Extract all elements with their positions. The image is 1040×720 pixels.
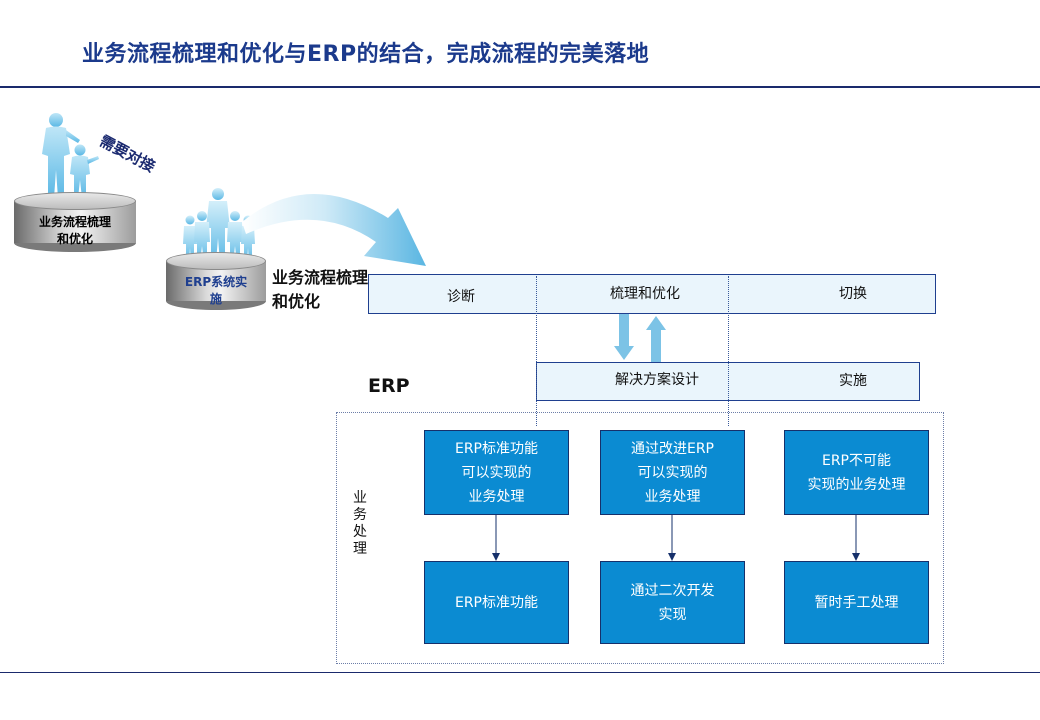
cylinder-erp-implementation: ERP系统实 施 (166, 252, 266, 310)
erp-label: ERP (368, 375, 410, 397)
phase-switchover: 切换 (839, 286, 867, 302)
box-erp-standard-capable: ERP标准功能 可以实现的 业务处理 (424, 430, 569, 515)
people-silhouette-icon (42, 113, 99, 198)
arrowhead-col2 (668, 553, 676, 561)
box-erp-improvement-capable: 通过改进ERP 可以实现的 业务处理 (600, 430, 745, 515)
phase-optimization: 梳理和优化 (610, 286, 680, 302)
phase-bar: 诊断 梳理和优化 切换 (368, 274, 936, 314)
cylinder-label-line2: 施 (209, 292, 222, 306)
arrowhead-col3 (852, 553, 860, 561)
up-arrow-icon (646, 316, 666, 362)
solution-implementation: 实施 (839, 373, 867, 389)
process-optimization-label: 业务流程梳理和优化 (272, 268, 369, 311)
box-secondary-development: 通过二次开发 实现 (600, 561, 745, 644)
cylinder-label-line2: 和优化 (56, 232, 93, 246)
phase-diagnosis: 诊断 (447, 289, 475, 305)
business-processing-area (336, 412, 944, 664)
page-title: 业务流程梳理和优化与ERP的结合，完成流程的完美落地 (82, 42, 650, 67)
curved-arrow-icon (242, 193, 426, 266)
solution-design: 解决方案设计 (615, 372, 699, 388)
cylinder-label-line1: ERP系统实 (184, 275, 248, 289)
box-manual-handling: 暂时手工处理 (784, 561, 929, 644)
box-erp-not-capable: ERP不可能 实现的业务处理 (784, 430, 929, 515)
business-processing-vertical-label: 业 务 处 理 (353, 490, 367, 557)
arrowhead-col1 (492, 553, 500, 561)
cylinder-process-optimization: 业务流程梳理 和优化 (14, 192, 136, 252)
bottom-divider (0, 672, 1040, 673)
phase-divider-2 (728, 276, 729, 426)
top-divider (0, 86, 1040, 88)
cylinder-label-line1: 业务流程梳理 (38, 215, 111, 229)
phase-divider-1 (536, 276, 537, 426)
box-erp-standard-function: ERP标准功能 (424, 561, 569, 644)
down-arrow-icon (614, 314, 634, 360)
